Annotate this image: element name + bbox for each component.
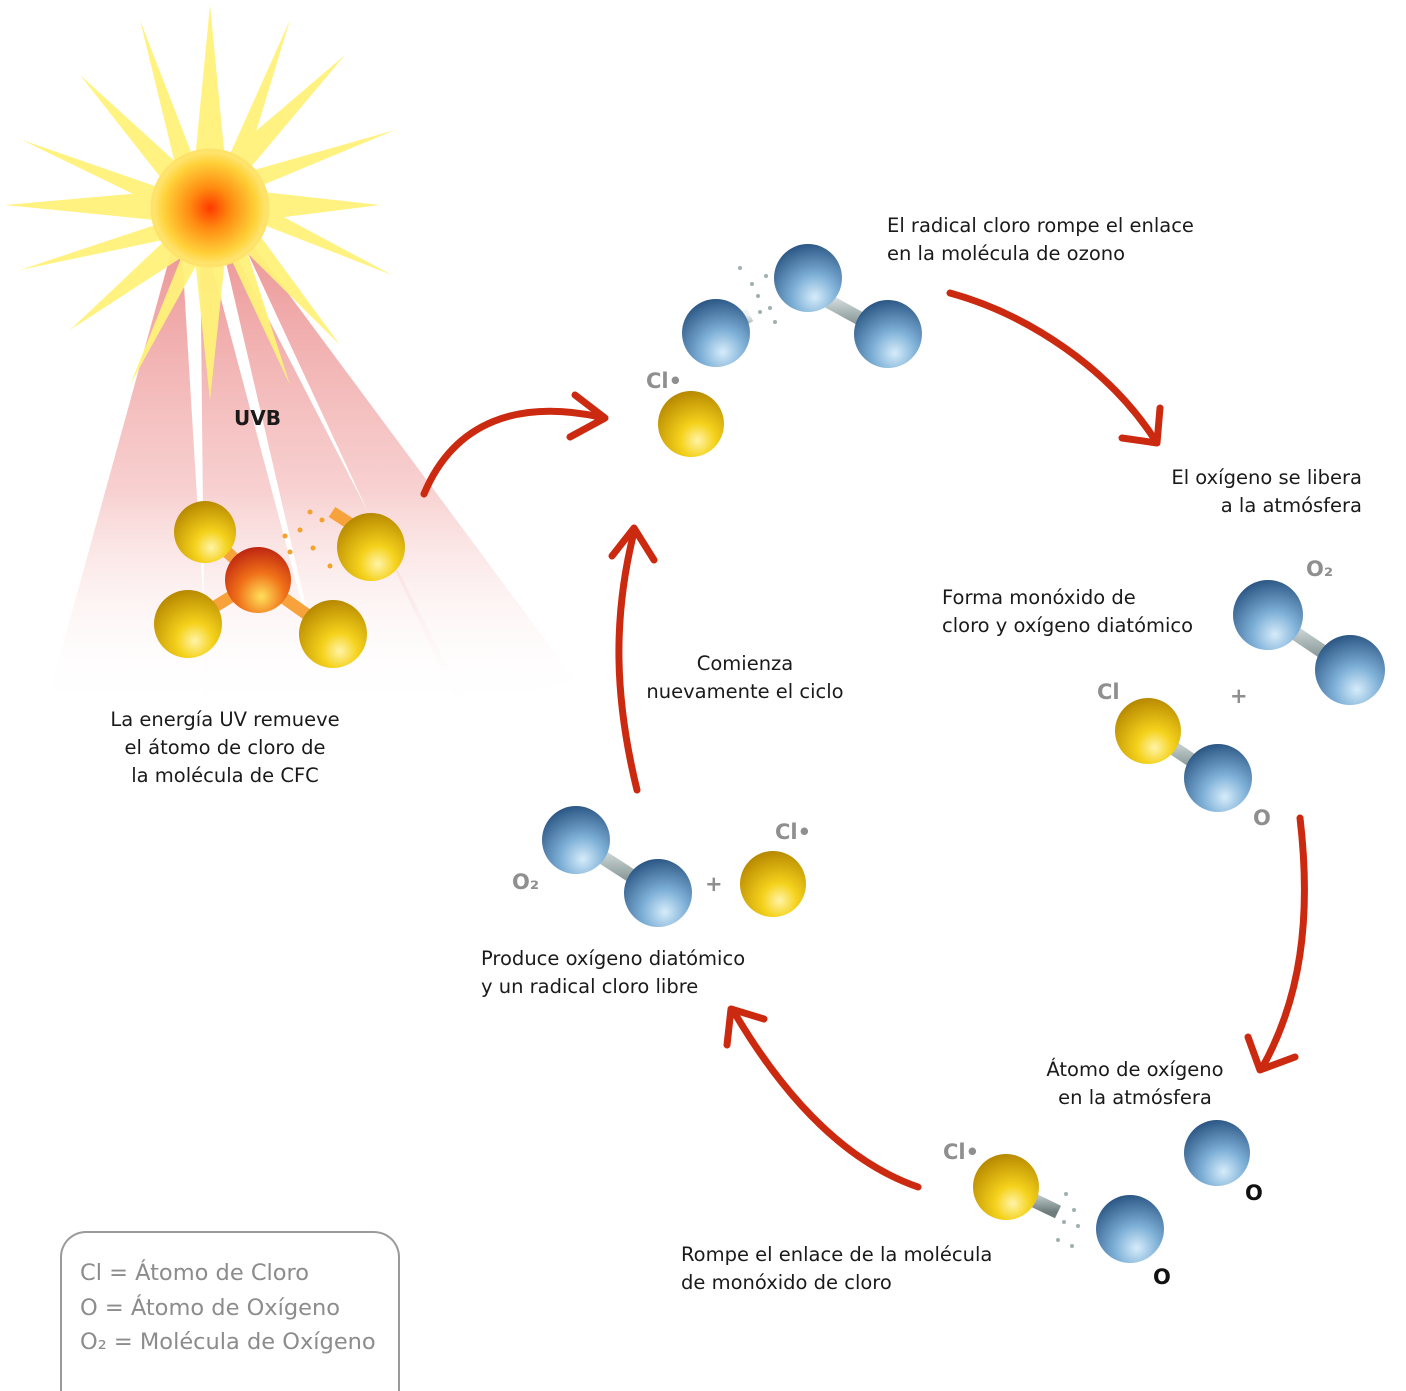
caption-line: a la atmósfera [1220,494,1362,517]
label-cl-radical-lower: Cl• [943,1140,980,1164]
label-cl-right: Cl [1097,680,1120,704]
sun-icon [5,5,395,400]
caption-restart: Comienza nuevamente el ciclo [640,650,850,706]
caption-line: en la molécula de ozono [887,242,1126,265]
arrow-restart-cycle [608,524,658,794]
caption-oxygen-released: El oxígeno se libera a la atmósfera [1130,464,1362,520]
caption-line: de monóxido de cloro [681,1271,892,1294]
uvb-label: UVB [234,406,281,430]
caption-line: la molécula de CFC [131,764,319,787]
caption-line: El oxígeno se libera [1171,466,1362,489]
label-o-lower: O [1153,1265,1171,1289]
caption-line: La energía UV remueve [110,708,340,731]
label-o-free-atom: O [1245,1181,1263,1205]
chlorine-monoxide [1115,698,1252,812]
caption-line: y un radical cloro libre [481,975,699,998]
label-cl-radical-top: Cl• [646,369,683,393]
caption-line: Forma monóxido de [942,586,1136,609]
broken-chlorine-monoxide [973,1120,1250,1263]
caption-uv-removes: La energía UV remueve el átomo de cloro … [80,706,370,790]
legend-item-o: O = Átomo de Oxígeno [80,1295,340,1321]
caption-line: cloro y oxígeno diatómico [942,614,1194,637]
arrow-break-to-produce [723,1005,922,1191]
caption-line: nuevamente el ciclo [646,680,844,703]
caption-line: Átomo de oxígeno [1046,1058,1224,1081]
arrow-release-to-atom [1244,814,1308,1074]
caption-line: en la atmósfera [1058,1086,1212,1109]
arrow-ozone-to-release [946,289,1164,447]
caption-produces: Produce oxígeno diatómico y un radical c… [481,945,745,1001]
ozone-molecule [658,244,922,457]
label-cl-radical-bottom: Cl• [775,820,812,844]
caption-line: Comienza [696,652,794,675]
arrow-sun-to-ozone [420,391,609,498]
caption-oxygen-atom: Átomo de oxígeno en la atmósfera [1030,1056,1240,1112]
label-o2-right: O₂ [1306,557,1334,581]
legend-item-o2: O₂ = Molécula de Oxígeno [80,1329,376,1355]
label-o-right: O [1253,806,1271,830]
legend-box: Cl = Átomo de Cloro O = Átomo de Oxígeno… [60,1231,400,1391]
caption-line: Produce oxígeno diatómico [481,947,746,970]
o2-molecule-released [1233,580,1385,705]
caption-line: el átomo de cloro de [124,736,326,759]
plus-sign-right: + [1230,684,1248,708]
caption-radical-breaks: El radical cloro rompe el enlace en la m… [887,212,1194,268]
caption-line: Rompe el enlace de la molécula [681,1243,993,1266]
caption-breaks-monoxide: Rompe el enlace de la molécula de monóxi… [681,1241,992,1297]
caption-forms-monoxide: Forma monóxido de cloro y oxígeno diatóm… [942,584,1193,640]
o2-and-cl-radical [542,806,806,927]
caption-line: El radical cloro rompe el enlace [887,214,1194,237]
plus-sign-bottom: + [705,872,723,896]
cfc-molecule [154,501,405,668]
legend-item-cl: Cl = Átomo de Cloro [80,1260,310,1286]
label-o2-bottom: O₂ [512,870,540,894]
